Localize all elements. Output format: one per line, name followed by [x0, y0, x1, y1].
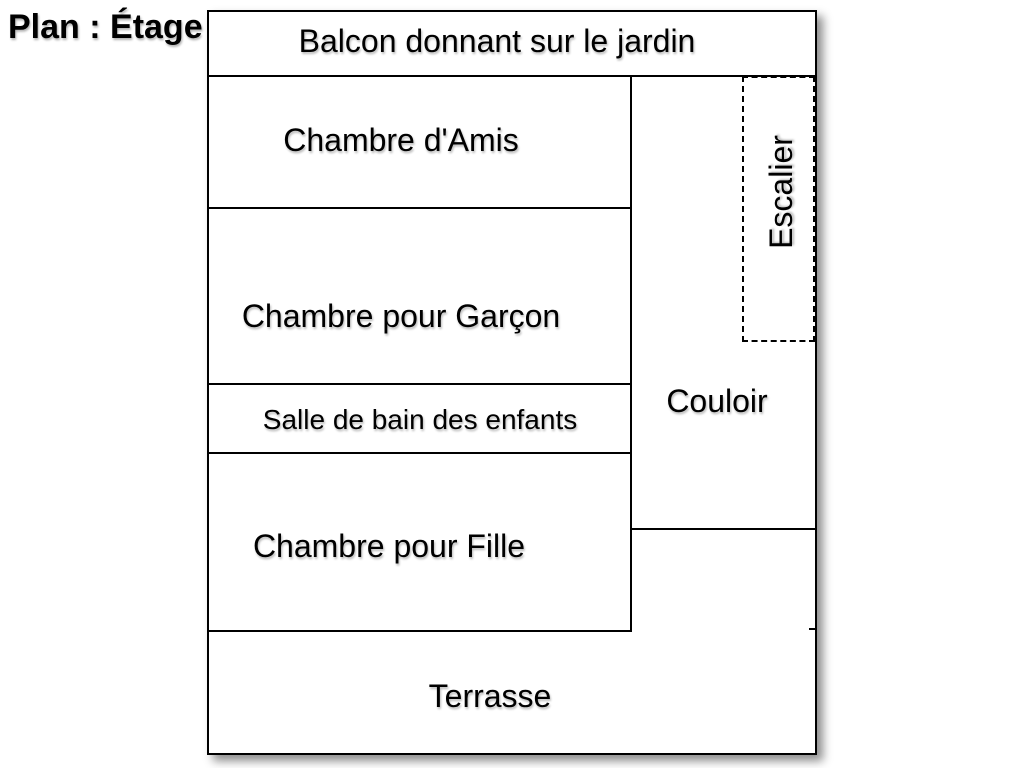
- room-label-stairs: Escalier: [763, 135, 799, 249]
- wall-girl-bedroom-bottom: [209, 630, 632, 632]
- wall-stub: [809, 628, 816, 630]
- room-label-guest-bedroom: Chambre d'Amis: [283, 122, 519, 158]
- room-label-corridor: Couloir: [666, 383, 768, 419]
- page-title: Plan : Étage: [8, 8, 203, 46]
- wall-boy-bedroom-bottom: [209, 383, 632, 385]
- room-label-boy-bedroom: Chambre pour Garçon: [241, 298, 561, 334]
- room-label-girl-bedroom: Chambre pour Fille: [252, 528, 526, 564]
- wall-guest-bedroom-bottom: [209, 207, 632, 209]
- room-label-kids-bathroom: Salle de bain des enfants: [262, 404, 578, 435]
- room-label-terrace: Terrasse: [428, 678, 552, 714]
- wall-corridor-bottom: [630, 528, 815, 530]
- wall-rooms-corridor-divider: [630, 75, 632, 632]
- floor-plan: Balcon donnant sur le jardin Chambre d'A…: [207, 10, 817, 755]
- stairs-outline: [742, 76, 815, 342]
- wall-balcony-bottom: [209, 75, 815, 77]
- room-label-balcony: Balcon donnant sur le jardin: [298, 23, 696, 59]
- wall-kids-bathroom-bottom: [209, 452, 632, 454]
